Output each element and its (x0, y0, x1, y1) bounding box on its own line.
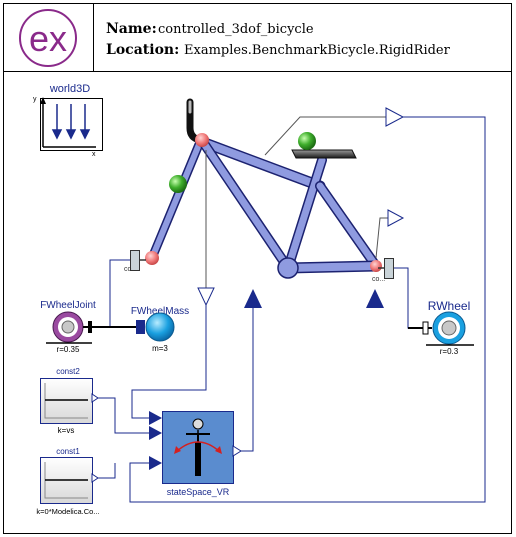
front-mass-ball-icon (169, 175, 187, 193)
front-contact-block[interactable]: co... (124, 250, 146, 274)
const2-output-port[interactable] (91, 393, 99, 403)
const2-box (40, 378, 93, 424)
frame-state-output-port[interactable] (197, 287, 215, 307)
rear-wheel-label: RWheel (428, 299, 470, 313)
connection-const1[interactable] (98, 463, 116, 479)
rider-head-icon (192, 418, 204, 430)
lean-arrow-left-icon (174, 446, 181, 454)
front-wheel-joint-block[interactable]: FWheelJoint r=0.35 (40, 300, 110, 354)
world3d-block[interactable]: world3D y x (33, 83, 103, 158)
front-wheel-mass-flange (136, 320, 145, 334)
rear-contact-label: co... (372, 276, 385, 283)
logo-circle-icon (19, 9, 77, 67)
name-value: controlled_3dof_bicycle (158, 22, 314, 37)
frame-output-line (264, 116, 386, 156)
frame-rear-input-port[interactable] (366, 289, 384, 308)
state-space-output-port[interactable] (232, 445, 242, 457)
const1-label: const1 (56, 447, 80, 456)
rider-mass-ball-icon (298, 132, 316, 150)
top-tube-highlight (201, 139, 324, 190)
bicycle-frame[interactable] (145, 98, 405, 308)
name-label: Name: (106, 21, 157, 37)
head-joint-icon (195, 133, 209, 147)
rear-contact-block[interactable]: co... (372, 258, 394, 284)
connection-const2[interactable] (98, 397, 150, 434)
const1-output-port[interactable] (91, 473, 99, 483)
world3d-axis-y: y (33, 96, 37, 103)
state-space-input-port-3[interactable] (149, 456, 162, 470)
connections (98, 116, 486, 503)
state-space-label: stateSpace_VR (167, 487, 230, 497)
const1-param: k=0*Modelica.Co... (36, 507, 99, 516)
front-contact-joint-icon (145, 251, 159, 265)
const2-block[interactable]: const2 k=vs (40, 367, 99, 435)
sheet-border (3, 3, 512, 534)
front-wheel-joint-param: r=0.35 (57, 345, 80, 354)
seat-tube-highlight (284, 156, 326, 272)
connection-frame-output-to-controller[interactable] (129, 116, 486, 503)
front-wheel-flange (88, 321, 92, 333)
lean-arc-icon (175, 441, 221, 453)
front-wheel-mass-ball-icon (145, 312, 175, 342)
connection-rwheel-contact[interactable] (393, 267, 430, 329)
world3d-y-arrow-icon (40, 97, 46, 104)
state-space-input-port-1[interactable] (149, 411, 162, 425)
location-label: Location: (106, 42, 179, 58)
world3d-axis-x: x (92, 151, 96, 158)
rear-contact-joint-icon (370, 260, 382, 272)
const2-param: k=vs (58, 426, 75, 435)
down-tube-highlight (201, 141, 292, 272)
example-logo: ex (19, 9, 77, 67)
front-wheel-mass-param: m=3 (152, 344, 168, 353)
const2-axes (44, 383, 88, 419)
connection-controller-output[interactable] (240, 308, 254, 452)
rear-contact-flange (384, 258, 394, 279)
front-wheel-hub (61, 320, 75, 334)
bottom-bracket (277, 257, 299, 279)
state-space-input-port-2[interactable] (149, 426, 162, 440)
logo-text: ex (29, 18, 67, 59)
location-value: Examples.BenchmarkBicycle.RigidRider (184, 43, 451, 58)
rear-wheel-hub (441, 320, 457, 336)
const1-block[interactable]: const1 k=0*Modelica.Co... (36, 447, 99, 516)
fork-highlight (149, 139, 203, 261)
front-contact-label: co... (124, 266, 137, 273)
front-wheel-mass-block[interactable]: FWheelMass m=3 (110, 306, 189, 353)
connection-state-output[interactable] (131, 305, 207, 419)
frame-steer-input-port[interactable] (244, 289, 262, 308)
state-space-controller-block[interactable]: stateSpace_VR (149, 411, 242, 497)
lean-arrow-right-icon (215, 446, 222, 454)
const1-axes (44, 462, 88, 499)
chain-stay-highlight (284, 262, 380, 272)
const2-label: const2 (56, 367, 80, 376)
rear-wheel-block[interactable]: RWheel r=0.3 (408, 299, 474, 356)
frame-output-port-top[interactable] (385, 107, 405, 127)
rear-wheel-flange (422, 321, 429, 335)
front-wheel-mass-label: FWheelMass (131, 306, 189, 317)
frame-output-port-rear[interactable] (387, 209, 405, 227)
saddle (291, 149, 357, 159)
frame-output-line-2 (375, 217, 388, 259)
front-wheel-joint-label: FWheelJoint (40, 300, 96, 311)
rear-wheel-param: r=0.3 (440, 347, 459, 356)
world3d-gravity-arrows (51, 104, 91, 140)
world3d-label: world3D (49, 83, 90, 95)
connection-fwheel-contact[interactable] (109, 259, 132, 327)
seat-stay-highlight (316, 182, 380, 270)
rider-spine (195, 442, 201, 476)
